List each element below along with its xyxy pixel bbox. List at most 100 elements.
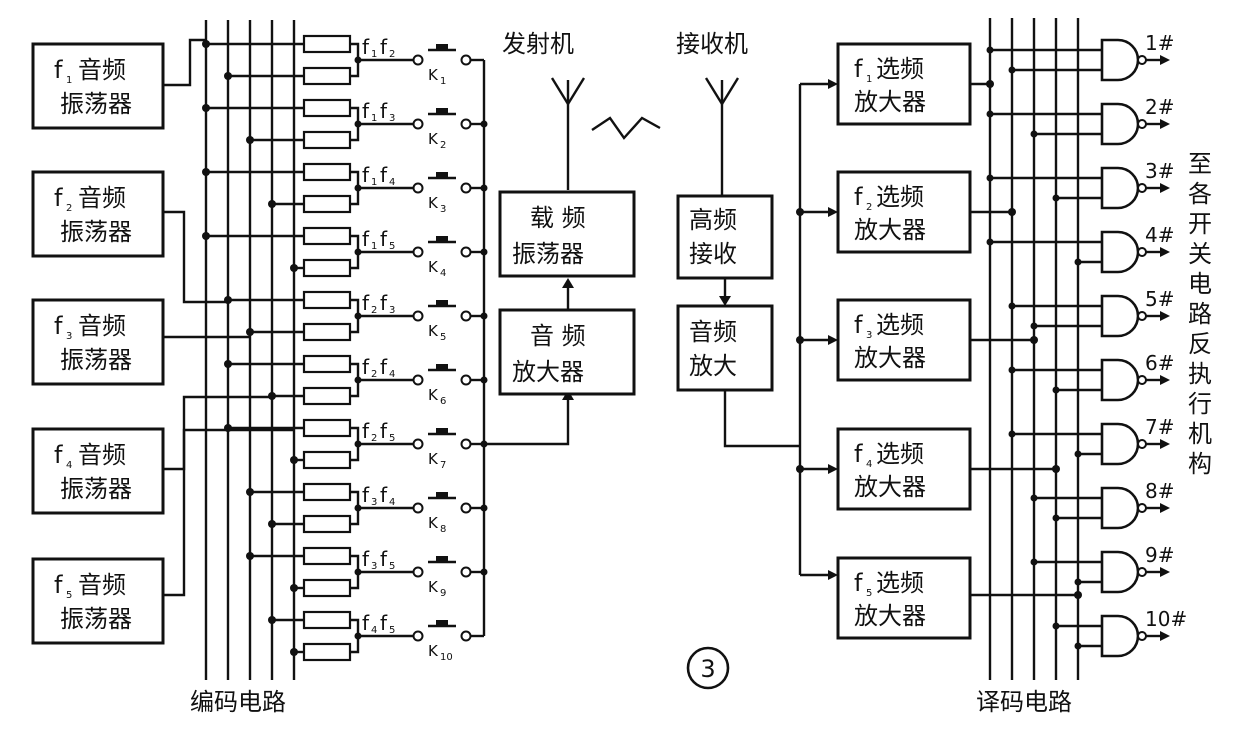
key-2-f-b: f: [380, 99, 388, 123]
selector-4-name: 选频: [876, 440, 924, 468]
key-5-k: K: [428, 322, 439, 340]
key-5-f-a: f: [362, 291, 370, 315]
key-3-k: K: [428, 194, 439, 212]
key-10-f-b: f: [380, 611, 388, 635]
selector-3: f 3 选频 放大器: [836, 298, 972, 382]
radio-link-icon: [591, 116, 661, 140]
selector-2-f: f: [854, 183, 863, 211]
selector-3-f: f: [854, 311, 863, 339]
tx-audio-amp-line1: 音 频: [530, 322, 586, 350]
key-9-sub-b: 5: [389, 561, 395, 572]
key-9-sub-a: 3: [371, 561, 377, 572]
key-unit-1: f 1 f 2 K 1: [202, 34, 484, 87]
key-10-sub-b: 5: [389, 625, 395, 636]
oscillator-3-f: f: [54, 312, 63, 340]
oscillator-4-sub: 4: [66, 460, 72, 471]
output-9-label: 9#: [1145, 543, 1174, 567]
key-8-f-b: f: [380, 483, 388, 507]
key-unit-9: f 3 f 5 K 9: [246, 546, 484, 599]
carrier-oscillator: 载 频 振荡器: [498, 190, 636, 278]
selector-5-line2: 放大器: [854, 602, 926, 630]
key-8-f-a: f: [362, 483, 370, 507]
tx-audio-amp-line2: 放大器: [512, 358, 584, 386]
oscillator-3-line2: 振荡器: [60, 346, 132, 374]
key-3-f-b: f: [380, 163, 388, 187]
oscillator-5-f: f: [54, 571, 63, 599]
key-6-f-b: f: [380, 355, 388, 379]
key-3-k-sub: 3: [440, 204, 446, 215]
key-9-k: K: [428, 578, 439, 596]
arrow-up-icon: [562, 278, 574, 288]
key-5-sub-a: 2: [371, 305, 377, 316]
selector-3-line2: 放大器: [854, 344, 926, 372]
output-6-label: 6#: [1145, 351, 1174, 375]
selector-4-sub: 4: [866, 459, 872, 470]
key-1-sub-b: 2: [389, 49, 395, 60]
selector-1: f 1 选频 放大器: [836, 42, 972, 126]
transmitter-antenna: [550, 77, 586, 190]
key-8-sub-b: 4: [389, 497, 395, 508]
selector-1-f: f: [854, 55, 863, 83]
side-label: 至 各 开 关 电 路 反 执 行 机 构: [1188, 150, 1212, 478]
key-2-sub-b: 3: [389, 113, 395, 124]
oscillator-5-name: 音频: [78, 571, 126, 599]
oscillator-1-name: 音频: [78, 56, 126, 84]
key-6-k: K: [428, 386, 439, 404]
nand-gate-8: 8#: [1030, 479, 1174, 530]
oscillator-3-sub: 3: [66, 331, 72, 342]
key-10-k-sub: 10: [440, 652, 453, 663]
key-6-f-a: f: [362, 355, 370, 379]
nand-gate-4: 4#: [986, 223, 1174, 274]
selector-1-line2: 放大器: [854, 88, 926, 116]
output-1-label: 1#: [1145, 31, 1174, 55]
figure-number: 3: [686, 646, 730, 690]
key-output-bus: [480, 60, 574, 636]
side-label-char: 行: [1188, 390, 1212, 418]
key-5-sub-b: 3: [389, 305, 395, 316]
selector-4-f: f: [854, 440, 863, 468]
key-unit-10: f 4 f 5 K 10: [268, 610, 484, 663]
key-2-k: K: [428, 130, 439, 148]
key-unit-4: f 1 f 5 K 4: [202, 226, 484, 279]
oscillator-2-line2: 振荡器: [60, 218, 132, 246]
key-unit-5: f 2 f 3 K 5: [224, 290, 484, 343]
key-2-sub-a: 1: [371, 113, 377, 124]
key-4-f-b: f: [380, 227, 388, 251]
key-6-sub-a: 2: [371, 369, 377, 380]
nand-gate-5: 5#: [1008, 287, 1174, 338]
key-1-f-a: f: [362, 35, 370, 59]
side-label-char: 路: [1188, 300, 1212, 328]
oscillator-4-name: 音频: [78, 441, 126, 469]
key-5-k-sub: 5: [440, 332, 446, 343]
key-unit-3: f 1 f 4 K 3: [202, 162, 484, 215]
selector-1-name: 选频: [876, 55, 924, 83]
decoder-bus-lines: [970, 18, 1082, 680]
nand-gate-7: 7#: [1008, 415, 1174, 466]
selector-3-sub: 3: [866, 330, 872, 341]
side-label-char: 至: [1188, 150, 1212, 178]
key-7-k: K: [428, 450, 439, 468]
key-unit-6: f 2 f 4 K 6: [224, 354, 484, 407]
key-8-sub-a: 3: [371, 497, 377, 508]
oscillator-4-line2: 振荡器: [60, 475, 132, 503]
nand-gate-6: 6#: [1008, 351, 1174, 402]
rf-receive-line2: 接收: [689, 240, 737, 268]
oscillator-bus-connections: [163, 38, 294, 597]
nand-gate-2: 2#: [986, 95, 1174, 146]
key-1-k-sub: 1: [440, 76, 446, 87]
key-8-k: K: [428, 514, 439, 532]
oscillator-2-name: 音频: [78, 184, 126, 212]
oscillator-1-f: f: [54, 56, 63, 84]
key-unit-8: f 3 f 4 K 8: [246, 482, 484, 535]
arrow-down-icon: [719, 296, 731, 306]
oscillator-5-sub: 5: [66, 590, 72, 601]
key-10-k: K: [428, 642, 439, 660]
key-6-sub-b: 4: [389, 369, 395, 380]
side-label-char: 机: [1188, 420, 1212, 448]
oscillator-1-line2: 振荡器: [60, 90, 132, 118]
key-4-sub-b: 5: [389, 241, 395, 252]
transmitter-title: 发射机: [502, 30, 574, 58]
key-3-sub-a: 1: [371, 177, 377, 188]
selector-5-sub: 5: [866, 588, 872, 599]
